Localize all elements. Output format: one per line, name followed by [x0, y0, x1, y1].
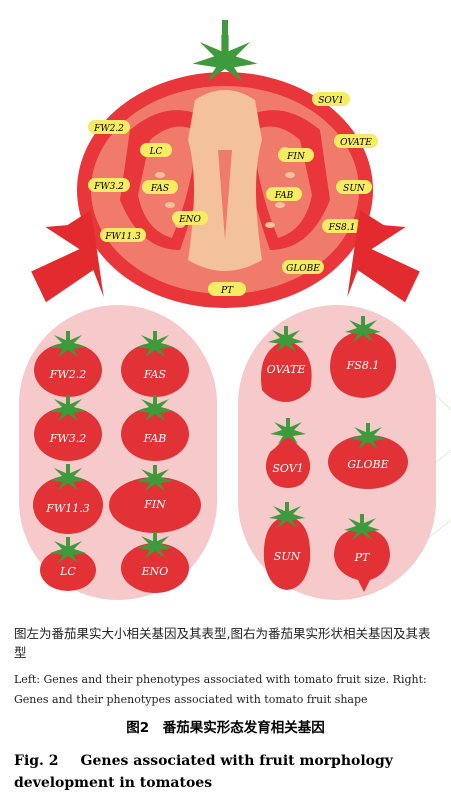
tomato-sov1: SOV1: [265, 418, 311, 488]
svg-text:SOV1: SOV1: [318, 96, 344, 106]
shape-tomatoes: OVATE FS8.1 SOV1 GLOBE SUN PT: [261, 316, 408, 592]
label-lc: LC: [140, 143, 172, 157]
size-tomatoes: FW2.2 FAS FW3.2 FAB FW11.3 FIN LC ENO: [33, 331, 201, 593]
svg-text:FAB: FAB: [274, 191, 294, 201]
label-sov1: SOV1: [312, 92, 350, 106]
svg-text:PT: PT: [354, 551, 371, 564]
tomato-globe: GLOBE: [328, 423, 408, 489]
tomato-gene-diagram: FW2.2 LC FW3.2 FAS ENO FW11.3 SOV1 FIN O…: [19, 20, 451, 601]
tomato-sun: SUN: [263, 502, 311, 590]
svg-text:FIN: FIN: [143, 498, 166, 511]
tomato-fw11-3: FW11.3: [33, 464, 103, 534]
svg-text:FIN: FIN: [286, 152, 306, 162]
right-arrow: [347, 209, 420, 303]
caption-english: Left: Genes and their phenotypes associa…: [14, 673, 427, 706]
figure-number: Fig. 2: [14, 753, 59, 769]
svg-text:FW11.3: FW11.3: [45, 502, 89, 515]
label-fab: FAB: [266, 187, 302, 201]
svg-text:FAB: FAB: [143, 432, 167, 445]
figure-title-text: Genes associated with fruit morphology d…: [14, 753, 393, 791]
svg-text:PT: PT: [220, 286, 234, 296]
svg-text:ENO: ENO: [141, 565, 169, 578]
label-sun: SUN: [336, 180, 372, 194]
label-eno: ENO: [172, 211, 208, 225]
label-fw11-3: FW11.3: [100, 228, 146, 242]
svg-text:FS8.1: FS8.1: [346, 359, 380, 372]
label-ovate: OVATE: [334, 134, 378, 148]
svg-text:FW3.2: FW3.2: [49, 432, 86, 445]
label-fas: FAS: [142, 180, 178, 194]
label-fin: FIN: [278, 148, 314, 162]
svg-text:LC: LC: [59, 565, 76, 578]
tomato-fab: FAB: [121, 395, 189, 461]
label-pt: PT: [208, 282, 246, 296]
tomato-lc: LC: [40, 537, 96, 591]
svg-text:OVATE: OVATE: [267, 363, 306, 376]
svg-text:FW2.2: FW2.2: [93, 124, 124, 134]
caption-chinese: 图左为番茄果实大小相关基因及其表型,图右为番茄果实形状相关基因及其表型: [14, 626, 431, 660]
svg-text:LC: LC: [149, 147, 163, 157]
label-fs8-1: FS8.1: [322, 219, 362, 233]
svg-text:FAS: FAS: [150, 184, 169, 194]
tomato-fas: FAS: [121, 331, 189, 397]
tomato-ovate: OVATE: [261, 326, 312, 402]
tomato-fs8-1: FS8.1: [330, 316, 397, 398]
figure-title-chinese: 图2 番茄果实形态发育相关基因: [126, 720, 325, 736]
svg-text:OVATE: OVATE: [340, 138, 372, 148]
svg-text:GLOBE: GLOBE: [347, 458, 388, 471]
svg-text:FAS: FAS: [143, 368, 167, 381]
tomato-eno: ENO: [121, 532, 189, 593]
svg-text:FW2.2: FW2.2: [49, 368, 86, 381]
svg-text:SUN: SUN: [274, 550, 301, 563]
svg-text:FS8.1: FS8.1: [328, 223, 356, 233]
svg-text:SUN: SUN: [343, 184, 366, 194]
svg-text:GLOBE: GLOBE: [286, 264, 320, 274]
svg-text:SOV1: SOV1: [272, 462, 303, 475]
gene-labels: FW2.2 LC FW3.2 FAS ENO FW11.3 SOV1 FIN O…: [88, 92, 378, 296]
cross-section-tomato: [77, 20, 373, 308]
label-fw3-2: FW3.2: [88, 178, 130, 192]
tomato-fw3-2: FW3.2: [34, 395, 102, 461]
tomato-fw2-2: FW2.2: [34, 331, 102, 397]
label-fw2-2: FW2.2: [88, 120, 130, 134]
tomato-fin: FIN: [109, 465, 201, 533]
svg-text:ENO: ENO: [178, 215, 201, 225]
svg-text:FW3.2: FW3.2: [93, 182, 124, 192]
tomato-pt: PT: [334, 514, 390, 592]
label-globe: GLOBE: [282, 260, 324, 274]
svg-text:FW11.3: FW11.3: [104, 232, 141, 242]
left-arrow: [31, 209, 104, 303]
